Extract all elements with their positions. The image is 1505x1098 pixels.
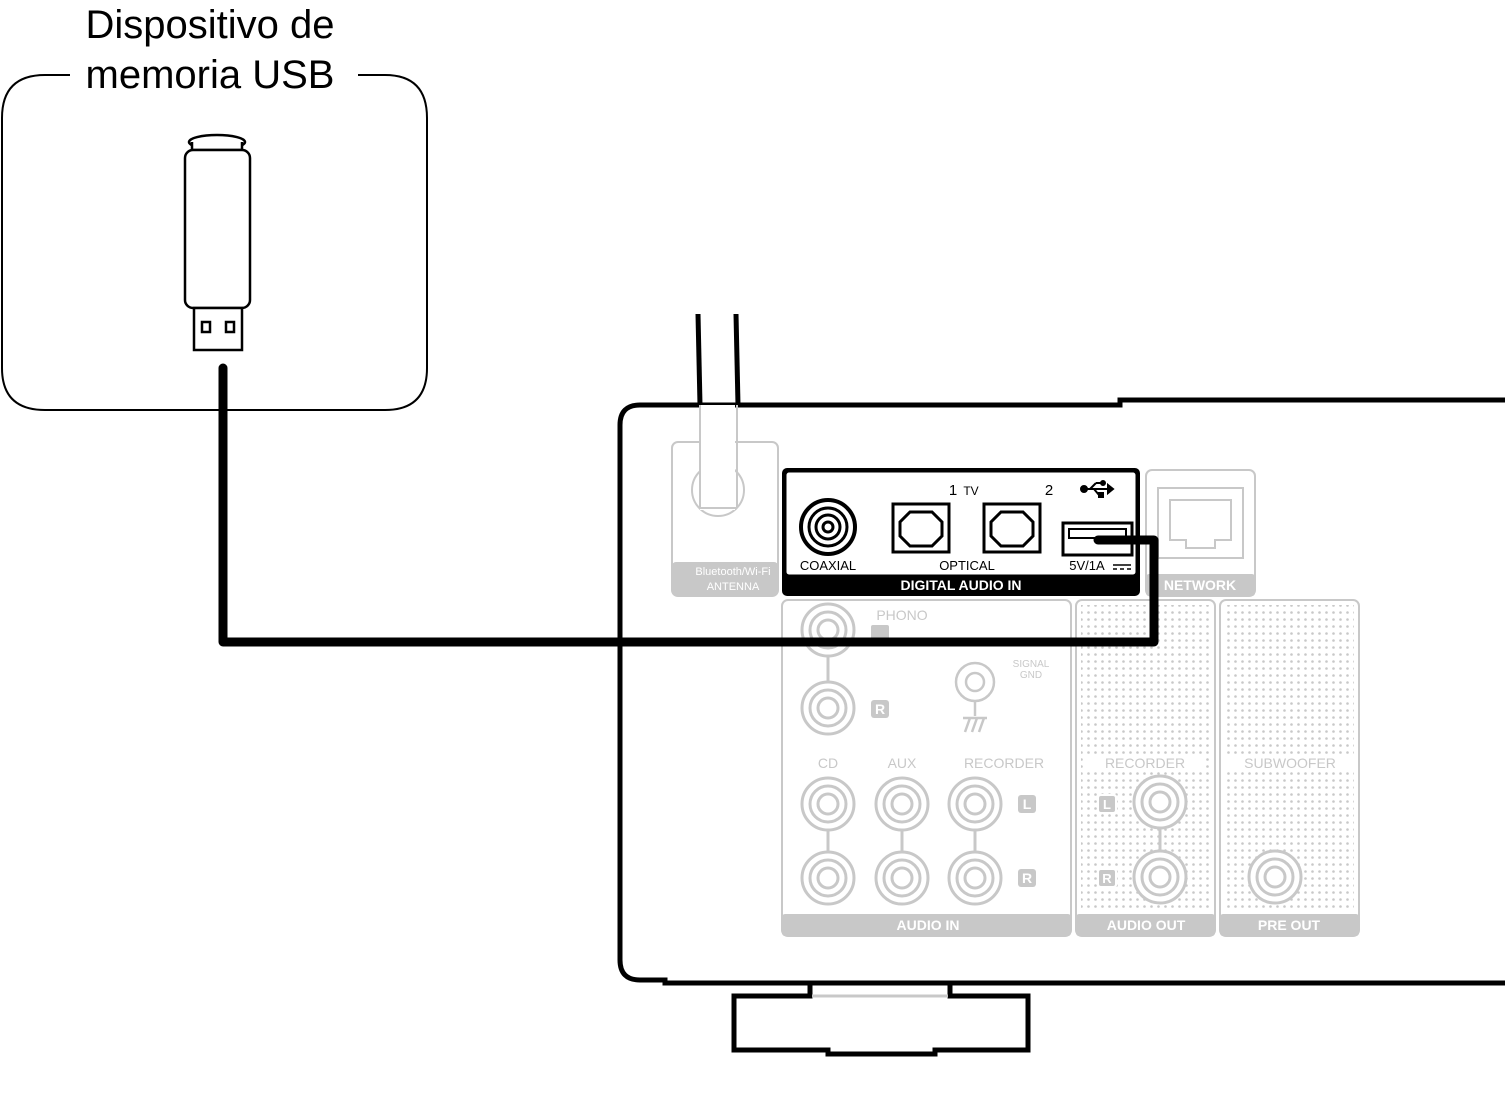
usb-device-callout-box — [1, 74, 428, 411]
signal-gnd-line1: SIGNAL — [1013, 659, 1050, 670]
phono-label: PHONO — [876, 607, 927, 623]
audio-out-left-badge: L — [1103, 797, 1111, 812]
network-port-region: NETWORK — [1145, 469, 1256, 597]
usb-port-label: 5V/1A — [1069, 558, 1105, 573]
audio-out-region: AUDIO OUT RECORDER L R — [1075, 599, 1216, 937]
phono-right-badge: R — [875, 701, 885, 717]
usb-device-title-line1: Dispositivo de — [85, 3, 335, 47]
recorder-out-label: RECORDER — [1105, 755, 1185, 771]
antenna-label-line1: Bluetooth/Wi-Fi — [695, 566, 770, 578]
receiver-chassis-outline — [617, 397, 1505, 986]
optical-2-jack-icon[interactable] — [982, 502, 1042, 554]
recorder-in-label: RECORDER — [964, 755, 1044, 771]
digital-audio-in-label: DIGITAL AUDIO IN — [900, 577, 1021, 593]
ethernet-port-icon[interactable] — [1169, 499, 1232, 549]
pre-out-label: PRE OUT — [1258, 917, 1321, 933]
audio-in-right-badge: R — [1022, 870, 1032, 886]
optical-2-number: 2 — [1045, 482, 1053, 499]
signal-gnd-line2: GND — [1020, 670, 1042, 681]
optical-label: OPTICAL — [939, 558, 995, 573]
usb-flash-drive-icon — [183, 133, 252, 352]
dc-symbol-icon — [1113, 564, 1131, 570]
usb-symbol-icon — [1080, 480, 1115, 498]
usb-cable — [218, 363, 1159, 647]
audio-in-region: AUDIO IN PHONO R SIGNAL GND CD AUX RECOR… — [781, 599, 1072, 937]
pre-out-region: PRE OUT SUBWOOFER — [1219, 599, 1360, 937]
audio-in-label: AUDIO IN — [897, 917, 960, 933]
audio-out-label: AUDIO OUT — [1107, 917, 1186, 933]
antenna-label-line2: ANTENNA — [707, 581, 760, 593]
optical-1-jack-icon[interactable] — [891, 502, 951, 554]
subwoofer-label: SUBWOOFER — [1244, 755, 1336, 771]
usb-device-title-line2: memoria USB — [73, 50, 347, 100]
aux-label: AUX — [888, 755, 917, 771]
audio-out-right-badge: R — [1102, 871, 1112, 886]
cd-label: CD — [818, 755, 838, 771]
antenna-rod — [695, 313, 741, 510]
audio-in-left-badge: L — [1023, 796, 1032, 812]
optical-1-sub: TV — [963, 484, 978, 498]
usb-device-title: Dispositivo de memoria USB — [30, 0, 390, 100]
optical-1-number: 1 — [949, 482, 957, 499]
signal-gnd-terminal-icon[interactable] — [954, 661, 996, 733]
digital-audio-in-panel: COAXIAL 1 TV 2 OPTICAL — [782, 468, 1140, 596]
receiver-foot — [731, 983, 1031, 1057]
network-label: NETWORK — [1164, 577, 1236, 593]
coaxial-jack-icon[interactable] — [799, 498, 857, 556]
coaxial-label: COAXIAL — [800, 558, 856, 573]
